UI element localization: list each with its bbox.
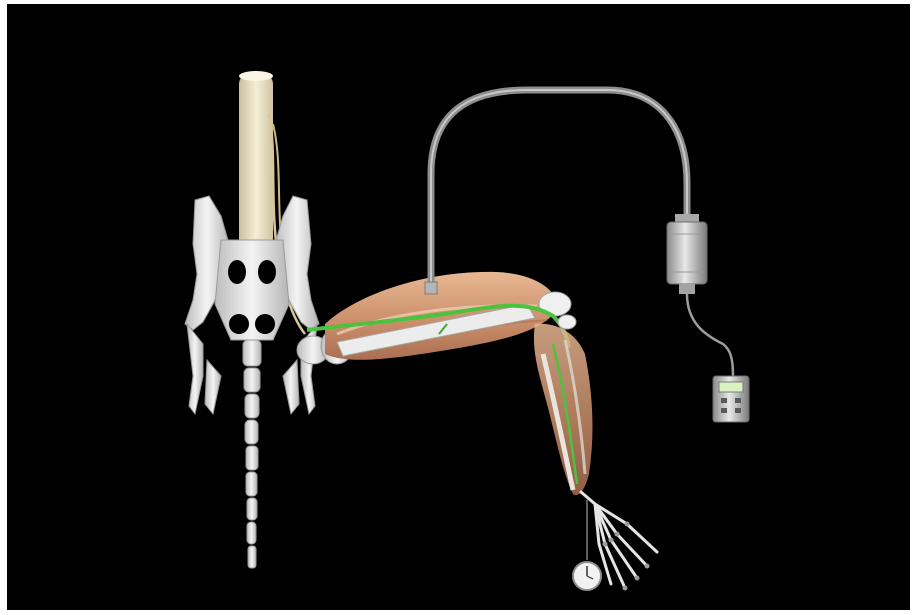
handheld-meter-icon [713,376,749,422]
tube-connector [425,282,437,294]
tail-vertebrae [243,340,261,568]
transducer-canister [667,214,707,294]
meter-cable [687,294,733,376]
knee-joint [558,315,576,329]
pressure-tube [431,90,687,286]
calf-muscle [534,324,593,495]
animation-scene [7,4,910,610]
anatomy-illustration [7,4,910,610]
clock-dial-icon [573,562,601,590]
